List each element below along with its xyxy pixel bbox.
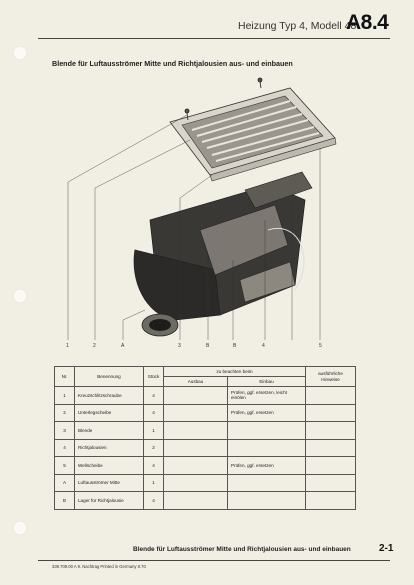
punch-hole-top	[13, 46, 27, 60]
col-header-einbau: Einbau	[226, 376, 307, 387]
cell-hinweise	[305, 438, 357, 457]
callout-label: 4	[262, 343, 265, 349]
header-rule	[38, 38, 390, 39]
cell-stueck: 1	[143, 473, 164, 492]
table-row: 2 Unterlegscheibe 4 Prüfen, ggf. ersetze…	[54, 403, 357, 422]
cell-hinweise	[305, 473, 357, 492]
cell-benennung: Lager für Richtjalousie	[74, 491, 144, 510]
cell-einbau	[226, 438, 307, 457]
callout-label: B	[233, 343, 237, 349]
cell-ausbau	[163, 403, 228, 422]
screw-drawings	[184, 77, 263, 121]
callout-label: 3	[178, 343, 181, 349]
callout-label: B	[206, 343, 210, 349]
cell-einbau: Prüfen, ggf. ersetzen	[226, 456, 307, 475]
cell-nr: A	[54, 473, 75, 492]
callout-label: A	[121, 343, 125, 349]
cell-hinweise	[305, 386, 357, 405]
cell-benennung: Blende	[74, 421, 144, 440]
table-row: B Lager für Richtjalousie 4	[54, 491, 357, 510]
col-header-hinweise: ausführliche Hinweise	[305, 366, 357, 387]
col-header-ausbau: Ausbau	[163, 376, 228, 387]
table-row: 1 Kreuzschlitzschraube 4 Prüfen, ggf. er…	[54, 386, 357, 405]
cell-hinweise	[305, 456, 357, 475]
table-row: 5 Wellscheibe 4 Prüfen, ggf. ersetzen	[54, 456, 357, 475]
cell-hinweise	[305, 403, 357, 422]
footer-title: Blende für Luftausströmer Mitte und Rich…	[133, 546, 351, 553]
col-header-nr: Nr.	[54, 366, 75, 387]
leader-lines	[67, 114, 321, 340]
header-title: Heizung Typ 4, Modell 48	[238, 20, 357, 32]
cell-stueck: 4	[143, 403, 164, 422]
footer-page-number: 2-1	[379, 543, 394, 554]
cell-nr: 4	[54, 438, 75, 457]
punch-hole-bottom	[13, 521, 27, 535]
parts-table: Nr. Benennung Stück zu beachten beim aus…	[54, 366, 357, 510]
col-header-group: zu beachten beim	[162, 366, 307, 377]
callout-label: 1	[66, 343, 69, 349]
table-subheader-row: Ausbau Einbau	[55, 376, 356, 387]
cell-benennung: Wellscheibe	[74, 456, 144, 475]
cell-hinweise	[305, 491, 357, 510]
table-row: A Luftausströmer Mitte 1	[54, 473, 357, 492]
table-row: 3 Blende 1	[54, 421, 357, 440]
blende-grille-drawing	[169, 87, 337, 182]
header-section-code: A8.4	[346, 11, 389, 34]
exploded-view-illustration	[67, 77, 337, 340]
table-header-row: Nr. Benennung Stück zu beachten beim aus…	[54, 366, 357, 387]
callout-label: 2	[93, 343, 96, 349]
cell-hinweise	[305, 421, 357, 440]
cell-einbau: Prüfen, ggf. ersetzen	[226, 403, 307, 422]
cell-nr: 3	[54, 421, 75, 440]
col-header-stueck: Stück	[143, 366, 164, 387]
callout-label: 5	[319, 343, 322, 349]
cell-ausbau	[163, 421, 228, 440]
cell-stueck: 4	[143, 386, 164, 405]
cell-stueck: 1	[143, 421, 164, 440]
footer-rule	[38, 560, 390, 561]
cell-nr: 2	[54, 403, 75, 422]
cell-ausbau	[163, 386, 228, 405]
cell-ausbau	[163, 473, 228, 492]
cell-ausbau	[163, 491, 228, 510]
cell-benennung: Kreuzschlitzschraube	[74, 386, 144, 405]
cell-stueck: 4	[143, 456, 164, 475]
punch-hole-middle	[13, 289, 27, 303]
cell-nr: 1	[54, 386, 75, 405]
cell-einbau	[226, 421, 307, 440]
table-row: 4 Richtjalousien 2	[54, 438, 357, 457]
cell-stueck: 4	[143, 491, 164, 510]
air-outlet-housing-drawing	[133, 171, 313, 337]
section-title: Blende für Luftausströmer Mitte und Rich…	[52, 59, 293, 68]
cell-benennung: Unterlegscheibe	[74, 403, 144, 422]
cell-benennung: Richtjalousien	[74, 438, 144, 457]
col-header-benennung: Benennung	[74, 366, 144, 387]
cell-benennung: Luftausströmer Mitte	[74, 473, 144, 492]
cell-einbau	[226, 473, 307, 492]
cell-nr: B	[54, 491, 75, 510]
cell-ausbau	[163, 438, 228, 457]
cell-ausbau	[163, 456, 228, 475]
cell-einbau	[226, 491, 307, 510]
cell-einbau: Prüfen, ggf. ersetzen, leicht einölen	[226, 386, 307, 405]
footer-print-line: 339.709.00 A 9. Nachtrag Printed in Germ…	[52, 564, 146, 569]
cell-nr: 5	[54, 456, 75, 475]
cell-stueck: 2	[143, 438, 164, 457]
